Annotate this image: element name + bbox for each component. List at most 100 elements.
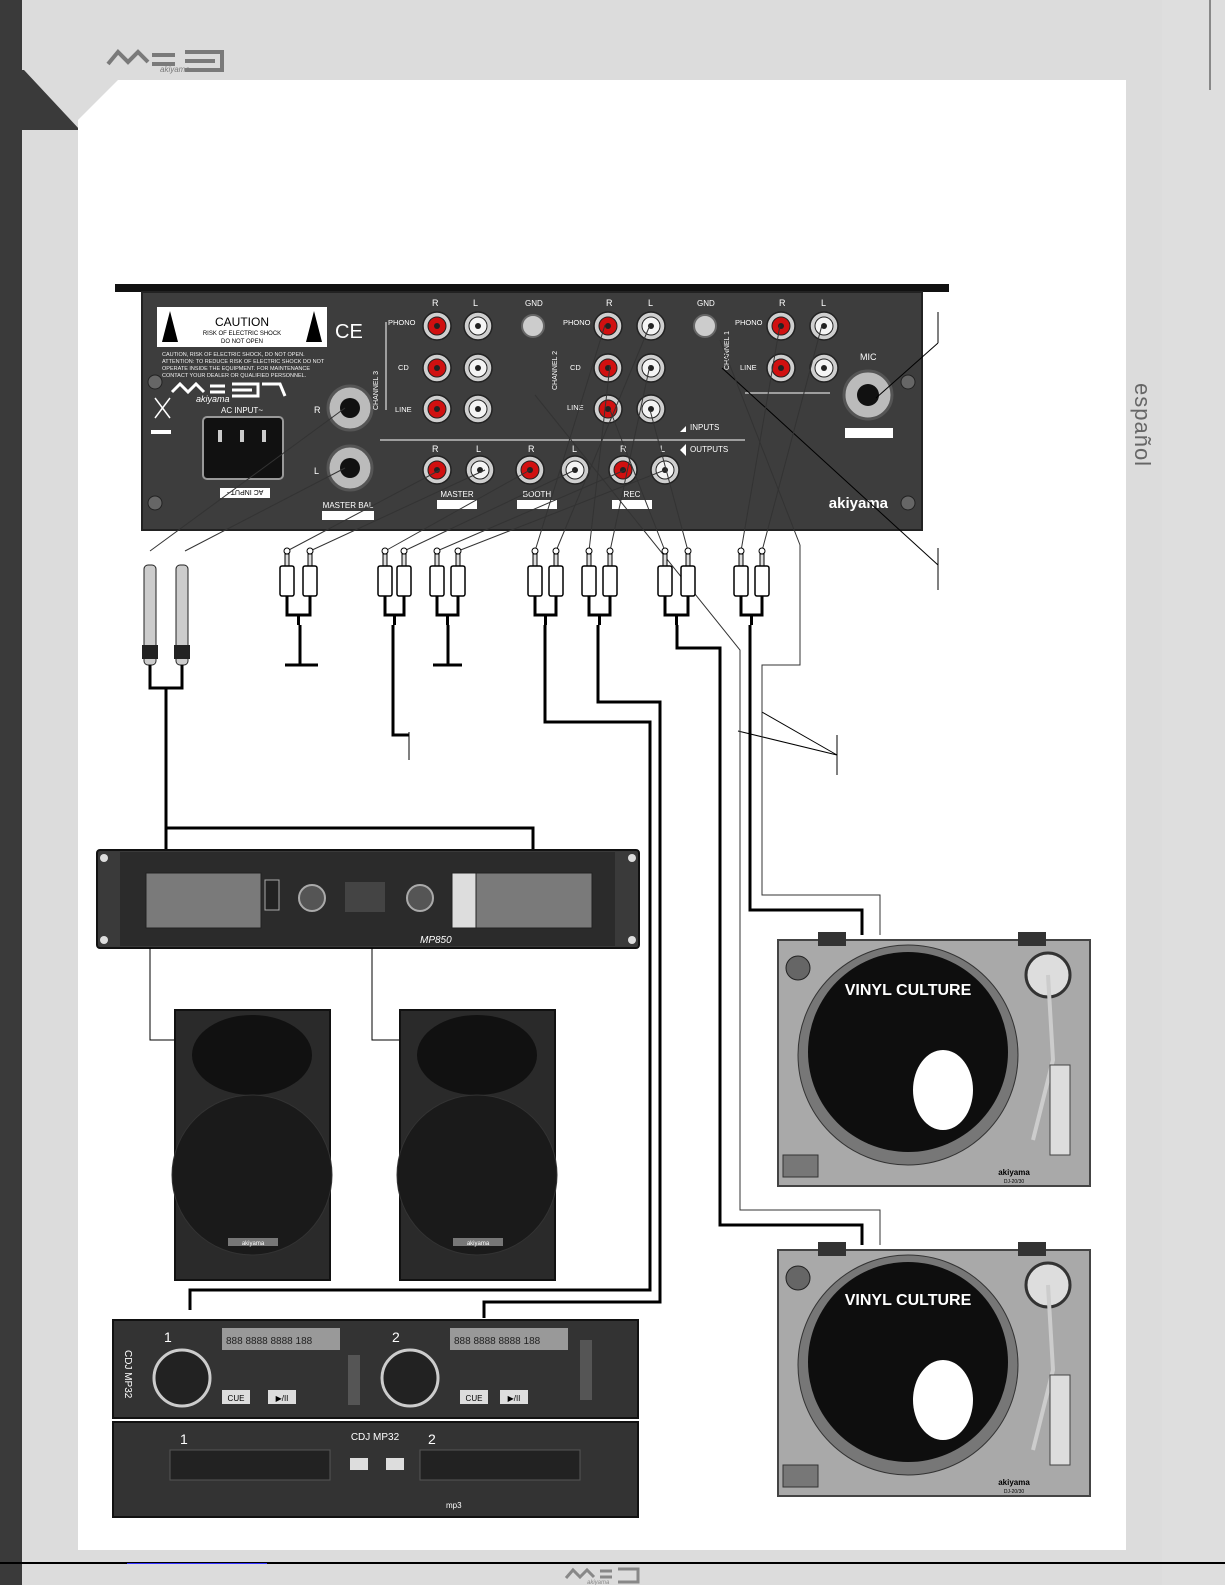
ch2-line-label: LINE	[567, 403, 584, 412]
hand-print-icon	[913, 1050, 973, 1130]
language-side-label: español	[1130, 383, 1155, 468]
cd-display-2-text: 888 8888 8888 188	[454, 1336, 541, 1347]
outputs-label: OUTPUTS	[690, 445, 728, 454]
ch3-cd-l-jack	[463, 353, 493, 383]
footer-brand-suffix: akiyama	[587, 1580, 610, 1585]
master-l-jack	[465, 455, 495, 485]
turntable-2-brand: akiyama	[998, 1478, 1030, 1487]
ch2-l-label: L	[648, 298, 653, 308]
cd-tray-1	[169, 1449, 331, 1481]
amp-vent-left	[145, 872, 262, 929]
cue-label-1: CUE	[228, 1394, 245, 1403]
cd-deck1-number: 1	[164, 1329, 172, 1345]
cd-tray-2-number: 2	[428, 1431, 436, 1447]
rca-plug-pair-6	[657, 547, 696, 625]
cd-player-controller: 1 2 888 8888 8888 188 888 8888 8888 188 …	[112, 1319, 639, 1419]
ch3-phono-r-jack	[422, 311, 452, 341]
booth-l-label: L	[572, 444, 577, 454]
rca-plug-group	[279, 547, 770, 625]
ch2-r-label: R	[606, 298, 613, 308]
footer-link[interactable]	[127, 1562, 267, 1564]
ch2-cd-label: CD	[570, 363, 581, 372]
master-bal-l-label: L	[314, 466, 319, 476]
cd-player-side-model: CDJ MP32	[122, 1350, 133, 1399]
rec-out-label: REC	[624, 490, 641, 499]
mic-label: MIC	[860, 352, 877, 362]
ch1-line-label: LINE	[740, 363, 757, 372]
shock-warning-icon	[162, 311, 178, 342]
channel3-label: CHANNEL 3	[373, 371, 380, 410]
rca-plug-pair-1	[279, 547, 318, 625]
caution-title: CAUTION	[215, 315, 269, 329]
master-r-label: R	[432, 444, 439, 454]
rca-plug-pair-3	[429, 547, 466, 625]
master-l-label: L	[476, 444, 481, 454]
ch1-gnd-label: GND	[697, 299, 715, 308]
rca-plug-pair-7	[733, 547, 770, 625]
amp-vent-right	[475, 872, 593, 929]
ch1-gnd-screw	[693, 314, 717, 338]
power-amplifier: MP850	[96, 849, 640, 949]
ch3-cd-r-jack	[422, 353, 452, 383]
cd-tray-1-number: 1	[180, 1431, 188, 1447]
ch2-line-l-jack	[636, 394, 666, 424]
rec-l-label: L	[660, 444, 665, 454]
left-band	[0, 0, 22, 1585]
cue-label-2: CUE	[466, 1394, 483, 1403]
ch3-l-label: L	[473, 298, 478, 308]
booth-out-label: BOOTH	[523, 490, 552, 499]
cd-display-1-text: 888 8888 8888 188	[226, 1336, 313, 1347]
ch3-cd-label: CD	[398, 363, 409, 372]
cd-drive-model: CDJ MP32	[351, 1432, 400, 1443]
turntable-2-label: VINYL CULTURE	[845, 1292, 972, 1309]
ch1-line-l-jack	[809, 353, 839, 383]
turntable-1-brand: akiyama	[998, 1168, 1030, 1177]
ch3-r-label: R	[432, 298, 439, 308]
play-label-2: ▶/II	[508, 1394, 521, 1403]
ch1-phono-l-jack	[809, 311, 839, 341]
thick-cables	[164, 625, 864, 1318]
cd-display-1	[222, 1328, 340, 1350]
ch3-line-l-jack	[463, 394, 493, 424]
weee-icon	[154, 397, 171, 419]
ch2-cd-l-jack	[636, 353, 666, 383]
warning-icon	[306, 311, 322, 342]
play-button-1	[268, 1390, 296, 1404]
caution-label	[157, 307, 327, 347]
ch2-gnd-label: GND	[525, 299, 543, 308]
tonearm	[1031, 1284, 1056, 1451]
booth-r-label: R	[528, 444, 535, 454]
ch3-phono-label: PHONO	[388, 318, 416, 327]
right-band	[1162, 0, 1225, 1585]
speaker-left: akiyama	[171, 1009, 333, 1281]
channel1-label: CHANNEL 1	[724, 331, 731, 370]
turntable-1-label: VINYL CULTURE	[845, 982, 972, 999]
rca-plug-pair-5	[581, 547, 618, 625]
right-edge-line	[1209, 0, 1211, 90]
amp-model: MP850	[420, 935, 452, 946]
ch3-line-r-jack	[422, 394, 452, 424]
cue-button-2	[460, 1390, 488, 1404]
cables	[149, 324, 881, 1245]
cd-deck2-number: 2	[392, 1329, 400, 1345]
rca-plug-pair-2	[377, 547, 412, 625]
ch1-phono-label: PHONO	[735, 318, 763, 327]
ch1-r-label: R	[779, 298, 786, 308]
master-out-label: MASTER	[440, 490, 474, 499]
speaker-left-brand: akiyama	[242, 1241, 265, 1247]
inputs-label: INPUTS	[690, 423, 719, 432]
caution-line2: DO NOT OPEN	[221, 339, 263, 345]
jack-plugs	[142, 564, 190, 690]
turntable-1-model: DJ-20/30	[1004, 1179, 1025, 1185]
amp-power-switch	[264, 879, 280, 911]
ch1-line-r-jack	[766, 353, 796, 383]
rec-r-jack	[608, 455, 638, 485]
mixer-logo	[170, 381, 287, 398]
cd-mp3-logo: mp3	[446, 1501, 462, 1510]
ac-input-socket	[202, 416, 284, 480]
ch2-phono-l-jack	[636, 311, 666, 341]
mixer-brand: akiyama	[829, 495, 889, 512]
speaker-right-brand: akiyama	[467, 1241, 490, 1247]
ch1-phono-r-jack	[766, 311, 796, 341]
rca-plug-pair-4	[527, 547, 564, 625]
